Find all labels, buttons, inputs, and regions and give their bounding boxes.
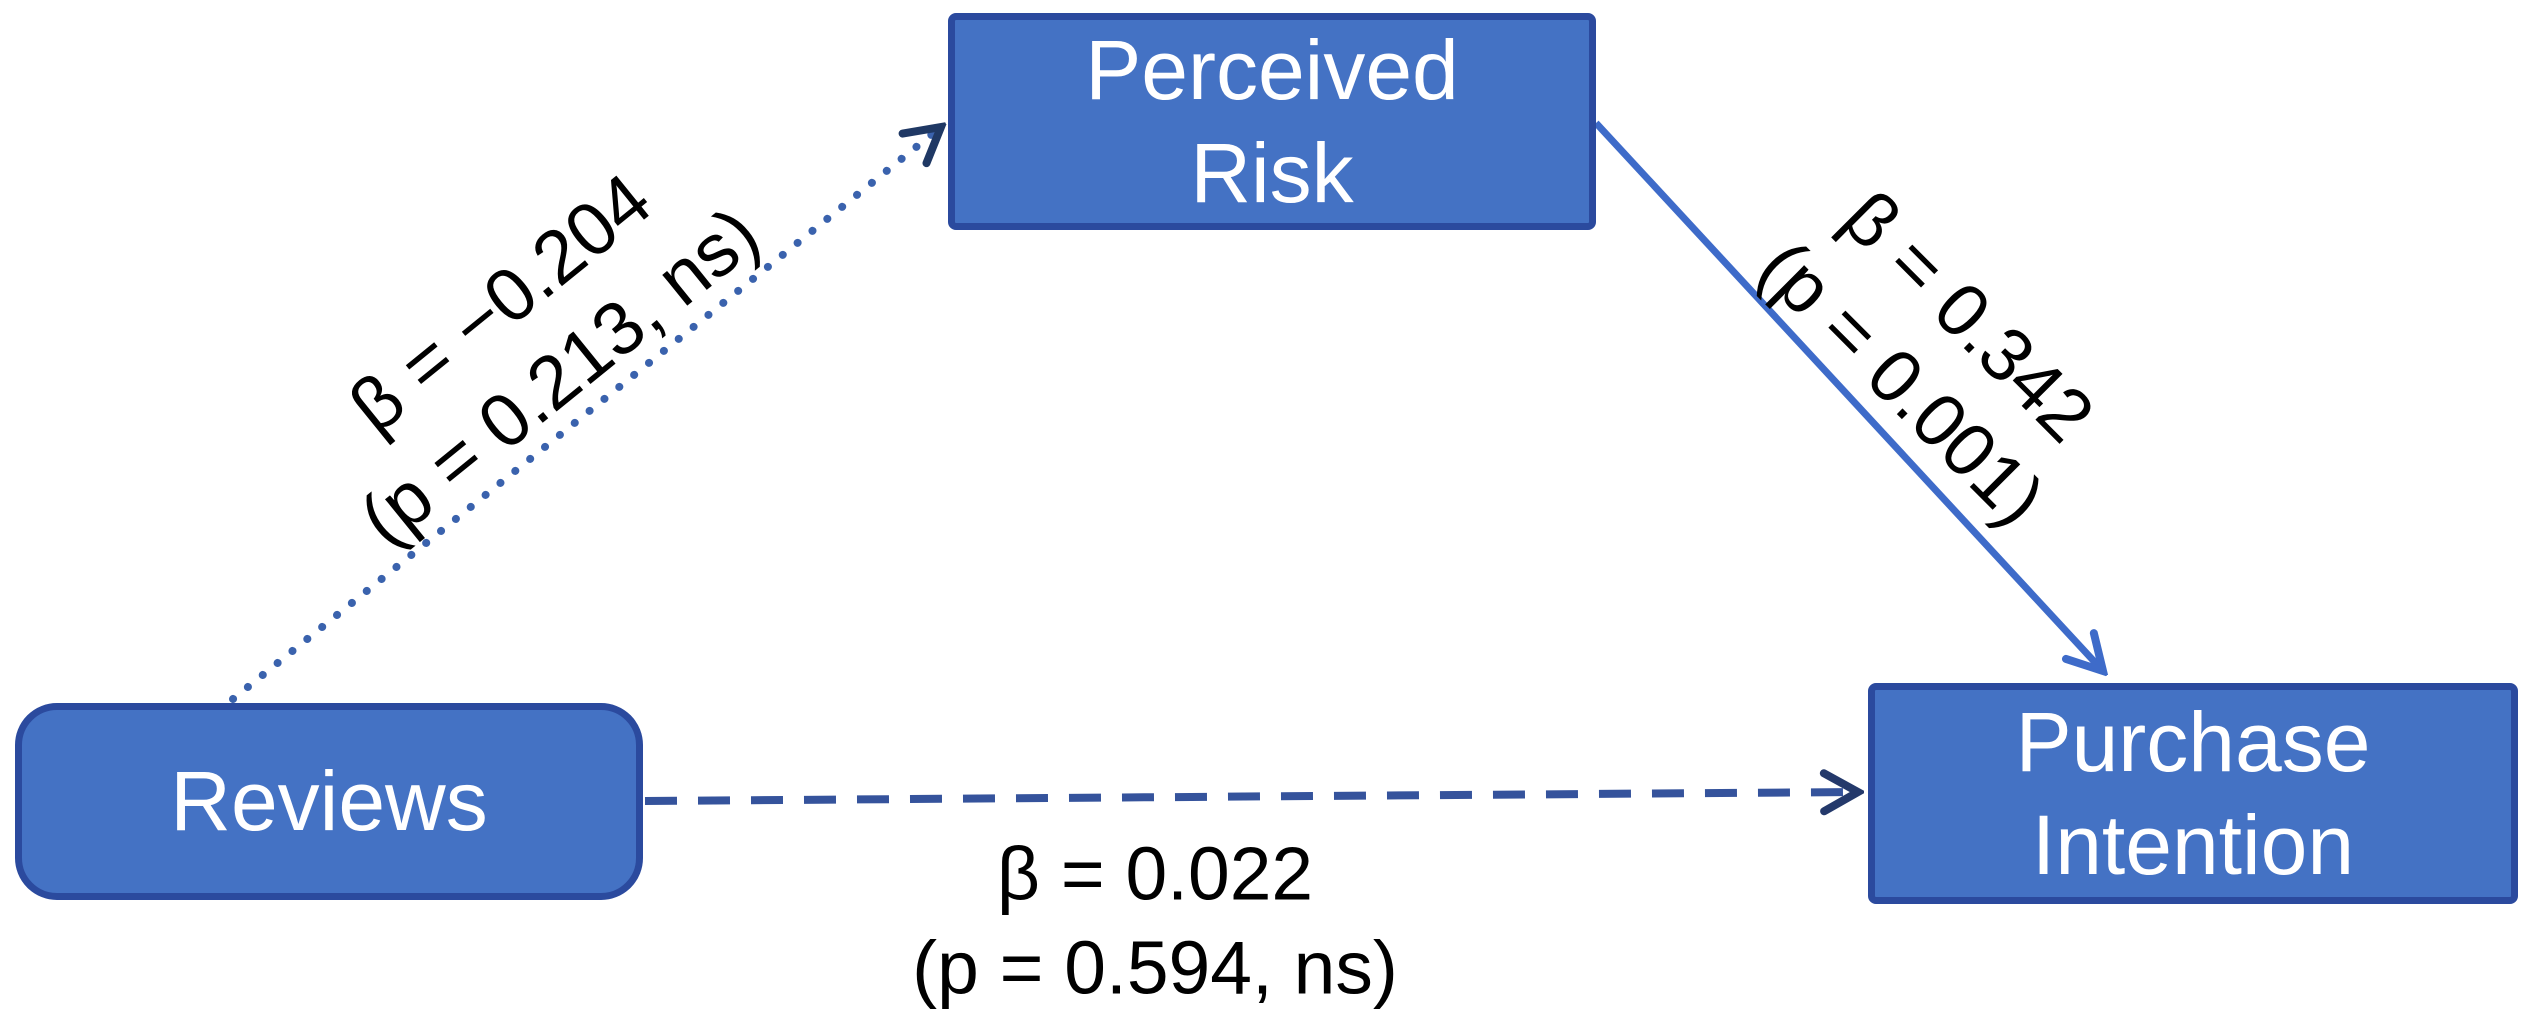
node-perceived-risk-label-line2: Risk [1190,125,1354,220]
node-perceived-risk: Perceived Risk [948,13,1596,230]
node-reviews-label: Reviews [170,754,488,849]
node-perceived-risk-label-line1: Perceived [1085,23,1459,118]
node-purchase-intention-label-line2: Intention [2031,797,2355,892]
arrow-reviews-to-purchase-intention [644,792,1858,801]
node-reviews: Reviews [15,703,643,900]
path-label-reviews-to-purchase-intention: β = 0.022 (p = 0.594, ns) [912,827,1398,1015]
node-purchase-intention-label-line1: Purchase [2015,695,2371,790]
beta-value: β = 0.022 [996,831,1314,916]
p-value: (p = 0.594, ns) [912,925,1398,1009]
arrow-reviews-to-perceived-risk [229,127,941,703]
node-purchase-intention: Purchase Intention [1868,683,2518,904]
arrow-perceived-risk-to-purchase-intention [1593,120,2103,671]
